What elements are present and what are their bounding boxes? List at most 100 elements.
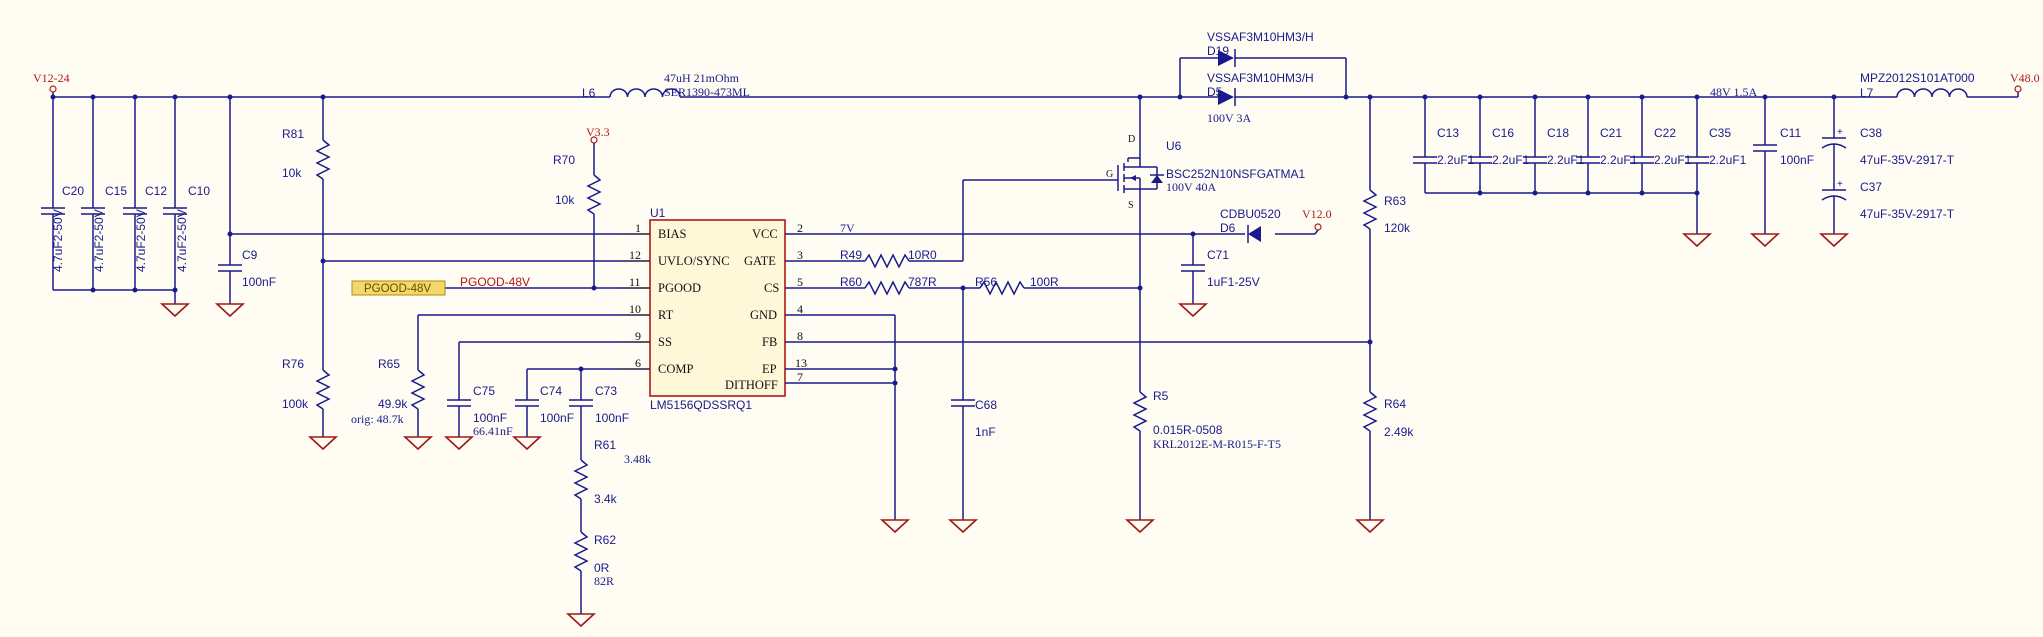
vout-net-label: 48V 1.5A [1710, 85, 1757, 99]
u6-pin-d: D [1128, 134, 1135, 145]
u6-pin-g: G [1106, 169, 1113, 180]
svg-text:+: + [1837, 179, 1843, 190]
svg-text:+: + [1837, 127, 1843, 138]
resistor-r70[interactable] [586, 136, 602, 291]
resistor-r5[interactable] [1124, 288, 1156, 534]
d19-part: VSSAF3M10HM3/H [1207, 30, 1314, 44]
capacitor-c38-c37-symbol[interactable]: + + [1818, 97, 1850, 248]
u1-pin-num-3: 3 [797, 248, 803, 262]
u6-part: BSC252N10NSFGATMA1 [1166, 167, 1305, 181]
output-ceramic-capacitors[interactable] [1413, 97, 1713, 248]
l6-value: 47uH 21mOhm [664, 71, 740, 85]
u1-pin-ep: EP [762, 362, 777, 376]
r49-ref: R49 [840, 248, 862, 262]
ss-net [443, 341, 650, 451]
resistor-r63-r64[interactable] [1354, 97, 1386, 534]
r61-value: 3.4k [594, 492, 618, 506]
comp-net [511, 366, 650, 628]
c15-value: 4.7uF2-50V [92, 209, 106, 272]
u1-pin-vcc: VCC [752, 227, 778, 241]
c75-note: 66.41nF [473, 424, 513, 438]
inductor-l7-symbol[interactable] [1896, 88, 1968, 98]
u1-pin-num-13: 13 [795, 356, 807, 370]
u1-pin-num-4: 4 [797, 302, 803, 316]
r63-value: 120k [1384, 221, 1411, 235]
c38-ref: C38 [1860, 126, 1882, 140]
v48-power-flag[interactable] [2014, 85, 2022, 93]
pgood-net-label: PGOOD-48V [460, 275, 530, 289]
u1-pin-num-5: 5 [797, 275, 803, 289]
r60-value: 787R [908, 275, 937, 289]
r81-value: 10k [282, 166, 302, 180]
r56-ref: R56 [975, 275, 997, 289]
c13-ref: C13 [1437, 126, 1459, 140]
u1-ref: U1 [650, 206, 666, 220]
d5-part: VSSAF3M10HM3/H [1207, 71, 1314, 85]
u1-pin-uvlo: UVLO/SYNC [658, 254, 730, 268]
u1-pin-comp: COMP [658, 362, 693, 376]
v12-24-label: V12-24 [33, 71, 70, 85]
diode-d5-symbol[interactable] [1200, 88, 1255, 106]
c21-value: 2.2uF1 [1600, 153, 1638, 167]
u1-pin-num-8: 8 [797, 329, 803, 343]
diode-d6-symbol[interactable] [1247, 225, 1261, 243]
r70-value: 10k [555, 193, 575, 207]
u1-pin-num-7: 7 [797, 370, 803, 384]
c16-value: 2.2uF1 [1492, 153, 1530, 167]
r5-ref: R5 [1153, 389, 1169, 403]
u1-pin-num-2: 2 [797, 221, 803, 235]
v48-label: V48.0 [2010, 71, 2040, 85]
d5-ref: D5 [1207, 85, 1223, 99]
l6-part: SER1390-473ML [664, 85, 750, 99]
u1-pin-num-10: 10 [629, 302, 641, 316]
pgood-port-label: PGOOD-48V [364, 283, 431, 295]
r62-ref: R62 [594, 533, 616, 547]
d6-ref: D6 [1220, 221, 1236, 235]
v12-24-power-flag[interactable] [49, 85, 57, 93]
u1-pin-gate: GATE [744, 254, 776, 268]
r65-ref: R65 [378, 357, 400, 371]
input-capacitors[interactable] [41, 97, 187, 304]
c74-value: 100nF [540, 411, 574, 425]
c20-value: 4.7uF2-50V [51, 209, 65, 272]
pgood-port[interactable] [351, 280, 446, 296]
c21-ref: C21 [1600, 126, 1622, 140]
c71-ref: C71 [1207, 248, 1229, 262]
d5-rating: 100V 3A [1207, 111, 1251, 125]
c73-value: 100nF [595, 411, 629, 425]
diode-d19-symbol[interactable] [1200, 49, 1255, 67]
vcc-net-label: 7V [840, 221, 855, 235]
u1-pin-ss: SS [658, 335, 672, 349]
capacitor-c11-symbol[interactable] [1749, 97, 1781, 248]
c22-ref: C22 [1654, 126, 1676, 140]
inductor-l6-symbol[interactable] [609, 88, 681, 98]
mosfet-u6-symbol[interactable] [1100, 97, 1164, 288]
c13-value: 2.2uF1 [1437, 153, 1475, 167]
c11-value: 100nF [1780, 153, 1814, 167]
c15-ref: C15 [105, 184, 127, 198]
ground-c10 [159, 303, 191, 318]
u1-pin-pgood: PGOOD [658, 281, 701, 295]
fb-net [785, 339, 1373, 345]
r63-ref: R63 [1384, 194, 1406, 208]
c9-value: 100nF [242, 275, 276, 289]
c75-ref: C75 [473, 384, 495, 398]
v3v3-label: V3.3 [586, 125, 610, 139]
capacitor-c9-symbol[interactable] [214, 97, 246, 318]
d6-part: CDBU0520 [1220, 207, 1281, 221]
u1-pin-num-9: 9 [635, 329, 641, 343]
r61-note: 3.48k [624, 452, 651, 466]
r76-value: 100k [282, 397, 309, 411]
c38-value: 47uF-35V-2917-T [1860, 153, 1955, 167]
u6-rating: 100V 40A [1166, 180, 1216, 194]
r64-value: 2.49k [1384, 425, 1414, 439]
r64-ref: R64 [1384, 397, 1406, 411]
u1-pin-bias: BIAS [658, 227, 687, 241]
resistor-r81-r76[interactable] [307, 97, 339, 451]
c16-ref: C16 [1492, 126, 1514, 140]
c11-ref: C11 [1780, 126, 1801, 140]
c12-ref: C12 [145, 184, 167, 198]
ic-u1-body[interactable] [649, 219, 786, 397]
